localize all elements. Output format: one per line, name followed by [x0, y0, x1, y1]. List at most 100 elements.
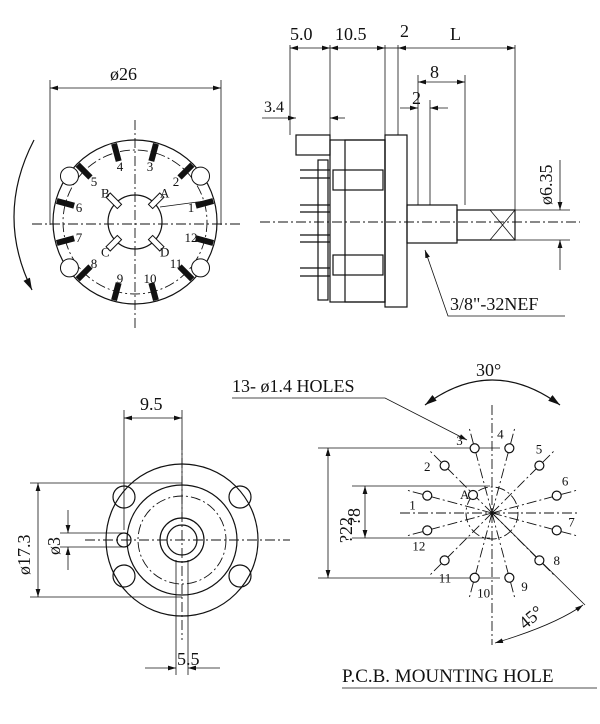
holes-note: 13- ø1.4 HOLES [232, 376, 355, 396]
pcb-hole [422, 490, 433, 501]
terminal-label: 10 [144, 271, 157, 286]
hole-label: 6 [562, 473, 569, 488]
terminal-label: 6 [76, 200, 83, 215]
hole-label: 1 [409, 498, 416, 513]
hole-centerline [428, 512, 493, 577]
terminal-lug [148, 142, 159, 162]
dim-22: ?22 [336, 517, 356, 543]
terminal-lug [111, 142, 122, 162]
hole-label: 7 [568, 514, 575, 529]
terminal-lug [177, 162, 195, 180]
pcb-hole [551, 525, 562, 536]
hole-label: 12 [412, 539, 425, 554]
pcb-mounting-view: 13- ø1.4 HOLES 30° ?22 ?8 45° P.C.B. MOU… [232, 360, 597, 689]
terminal-lug [111, 282, 122, 302]
dim-3: ø3 [44, 537, 64, 555]
terminal-label: 5 [91, 174, 98, 189]
dim-10-5: 10.5 [335, 24, 367, 44]
pcb-hole [534, 460, 545, 471]
terminal-label: 1 [188, 200, 195, 215]
terminal-label: 12 [185, 230, 198, 245]
terminal-label: 7 [76, 230, 83, 245]
angle-30-label: 30° [476, 360, 501, 380]
angle-45-label: 45° [515, 602, 547, 634]
rotor-contact [147, 192, 165, 210]
dim-length: L [450, 24, 461, 44]
dim-8: 8 [430, 62, 439, 82]
terminal-label: 8 [91, 256, 98, 271]
hole-centerline [468, 512, 493, 601]
terminal-label: 3 [147, 159, 154, 174]
pcb-hole [469, 443, 480, 454]
pcb-hole [534, 555, 545, 566]
pcb-title: P.C.B. MOUNTING HOLE [342, 666, 554, 687]
pcb-hole [469, 572, 480, 583]
mounting-lug [191, 258, 211, 278]
rotor-contact [147, 234, 165, 252]
pcb-hole [422, 525, 433, 536]
terminal-lug [75, 162, 93, 180]
hole-label: 5 [536, 441, 543, 456]
rotor-label: C [101, 245, 110, 260]
hole-centerline [468, 425, 493, 514]
pcb-hole [504, 572, 515, 583]
hole-centerline [491, 512, 556, 577]
dim-8-pcb: ?8 [344, 508, 364, 525]
pcb-hole [551, 490, 562, 501]
pcb-hole [439, 460, 450, 471]
hole-label: 11 [439, 571, 452, 586]
thread-label: 3/8"-32NEF [450, 294, 538, 314]
hole-label: 10 [477, 586, 490, 601]
terminal-label: 11 [170, 256, 183, 271]
rotor-label: D [160, 245, 169, 260]
hole-centerline [428, 449, 493, 514]
terminal-lug [177, 264, 195, 282]
rotation-direction-arrow [13, 139, 35, 291]
hole-label: 8 [553, 553, 560, 568]
diameter-label: ø26 [110, 64, 137, 84]
dim-3-4: 3.4 [264, 99, 284, 116]
rotor-label: A [160, 185, 170, 200]
hole-label: 4 [497, 426, 504, 441]
hole-centerline [491, 449, 556, 514]
terminal-label: 2 [173, 174, 180, 189]
hole-centerline [404, 512, 493, 537]
hole-label: 2 [424, 459, 431, 474]
bushing [406, 204, 458, 244]
bottom-view: 9.5 ø17.3 ø3 5.5 [14, 394, 290, 675]
terminal-lug [75, 264, 93, 282]
pcb-hole [439, 555, 450, 566]
terminal-label: 9 [117, 271, 124, 286]
shaft [456, 209, 516, 241]
hole-centerline [491, 489, 580, 514]
side-view: 5.0 10.5 2 L 8 2 3.4 ø6.35 3/8"-32NEF [260, 21, 580, 317]
dim-9-5: 9.5 [140, 394, 163, 414]
hole-centerline [491, 512, 580, 537]
dim-5-0: 5.0 [290, 24, 313, 44]
mounting-lug [191, 166, 211, 186]
hole-label: 9 [521, 579, 528, 594]
dim-2-top: 2 [400, 21, 409, 41]
shaft-diameter-label: ø6.35 [536, 165, 556, 206]
rotor-label: B [101, 185, 110, 200]
hole-centerline [491, 512, 516, 601]
dim-2: 2 [412, 88, 421, 108]
terminal-label: 4 [117, 159, 124, 174]
mounting-lug [59, 258, 79, 278]
hole-label-a: A [460, 487, 470, 502]
hole-centerline [491, 425, 516, 514]
rotor-contact [105, 192, 123, 210]
terminal-lug [148, 282, 159, 302]
pcb-hole [504, 443, 515, 454]
dim-5-5: 5.5 [177, 649, 200, 669]
dim-17-3: ø17.3 [14, 535, 34, 576]
rotor-contact [105, 234, 123, 252]
terminal-lug [195, 235, 215, 246]
hole-centerline [404, 489, 493, 514]
hole-label: 3 [456, 433, 463, 448]
terminal-lug [55, 198, 75, 209]
terminal-lug [195, 198, 215, 209]
